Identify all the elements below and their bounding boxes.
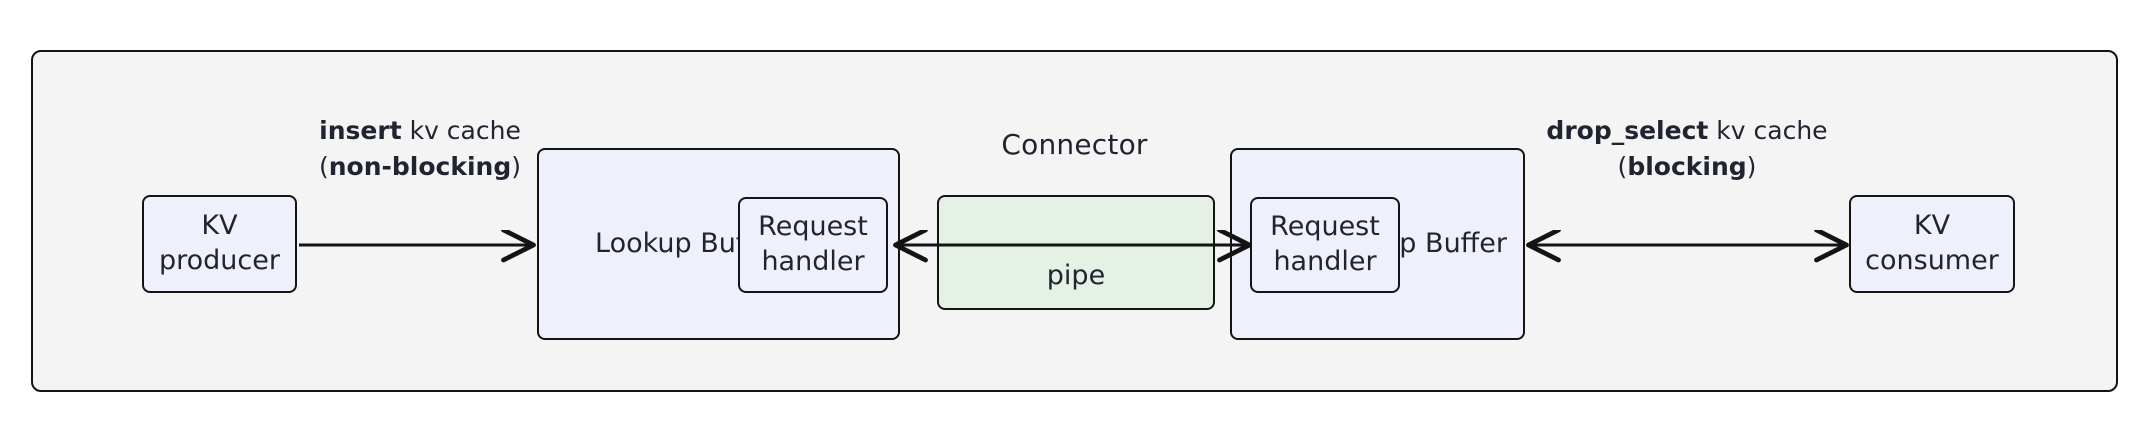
edge-label-drop-select-keyword: drop_select [1546,116,1709,145]
lookup-buffer-right-line2: Buffer [1425,227,1507,259]
edge-label-insert-line1: insert kv cache [300,113,540,149]
request-handler-right-line1: Request [1270,211,1380,243]
edge-label-drop-select-rest: kv cache [1708,116,1828,145]
edge-label-insert: insert kv cache (non-blocking) [300,113,540,186]
connector-title: Connector [1001,128,1148,161]
edge-label-drop-select: drop_select kv cache (blocking) [1522,113,1852,186]
kv-consumer-line2: consumer [1865,245,1999,276]
kv-consumer-line1: KV [1913,210,1951,242]
kv-producer-line1: KV [201,210,238,242]
request-handler-right-node: Request handler [1250,197,1400,293]
pipe-label: pipe [1046,260,1106,292]
edge-label-insert-rest: kv cache [401,116,521,145]
edge-label-drop-select-line2: (blocking) [1522,149,1852,185]
edge-label-drop-select-paren-close: ) [1746,152,1757,182]
request-handler-left-node: Request handler [738,197,888,293]
edge-label-insert-mode: non-blocking [328,152,512,182]
request-handler-left-label: Request handler [740,210,886,279]
request-handler-left-line1: Request [758,211,868,243]
request-handler-right-label: Request handler [1252,210,1398,279]
kv-producer-node: KV producer [142,195,297,293]
edge-label-insert-paren-close: ) [511,152,522,182]
edge-label-drop-select-mode: blocking [1627,152,1747,182]
edge-label-insert-keyword: insert [319,116,402,145]
request-handler-left-line2: handler [761,246,865,277]
kv-consumer-label: KV consumer [1851,209,2013,278]
kv-producer-label: KV producer [144,209,295,278]
edge-label-insert-line2: (non-blocking) [300,149,540,185]
lookup-buffer-left-line1: Lookup [595,227,692,259]
edge-label-drop-select-line1: drop_select kv cache [1522,113,1852,149]
request-handler-right-line2: handler [1273,246,1377,277]
kv-consumer-node: KV consumer [1849,195,2015,293]
edge-label-insert-paren-open: ( [318,152,329,182]
pipe-node: pipe [937,195,1215,310]
kv-producer-line2: producer [159,245,280,276]
edge-label-drop-select-paren-open: ( [1617,152,1628,182]
